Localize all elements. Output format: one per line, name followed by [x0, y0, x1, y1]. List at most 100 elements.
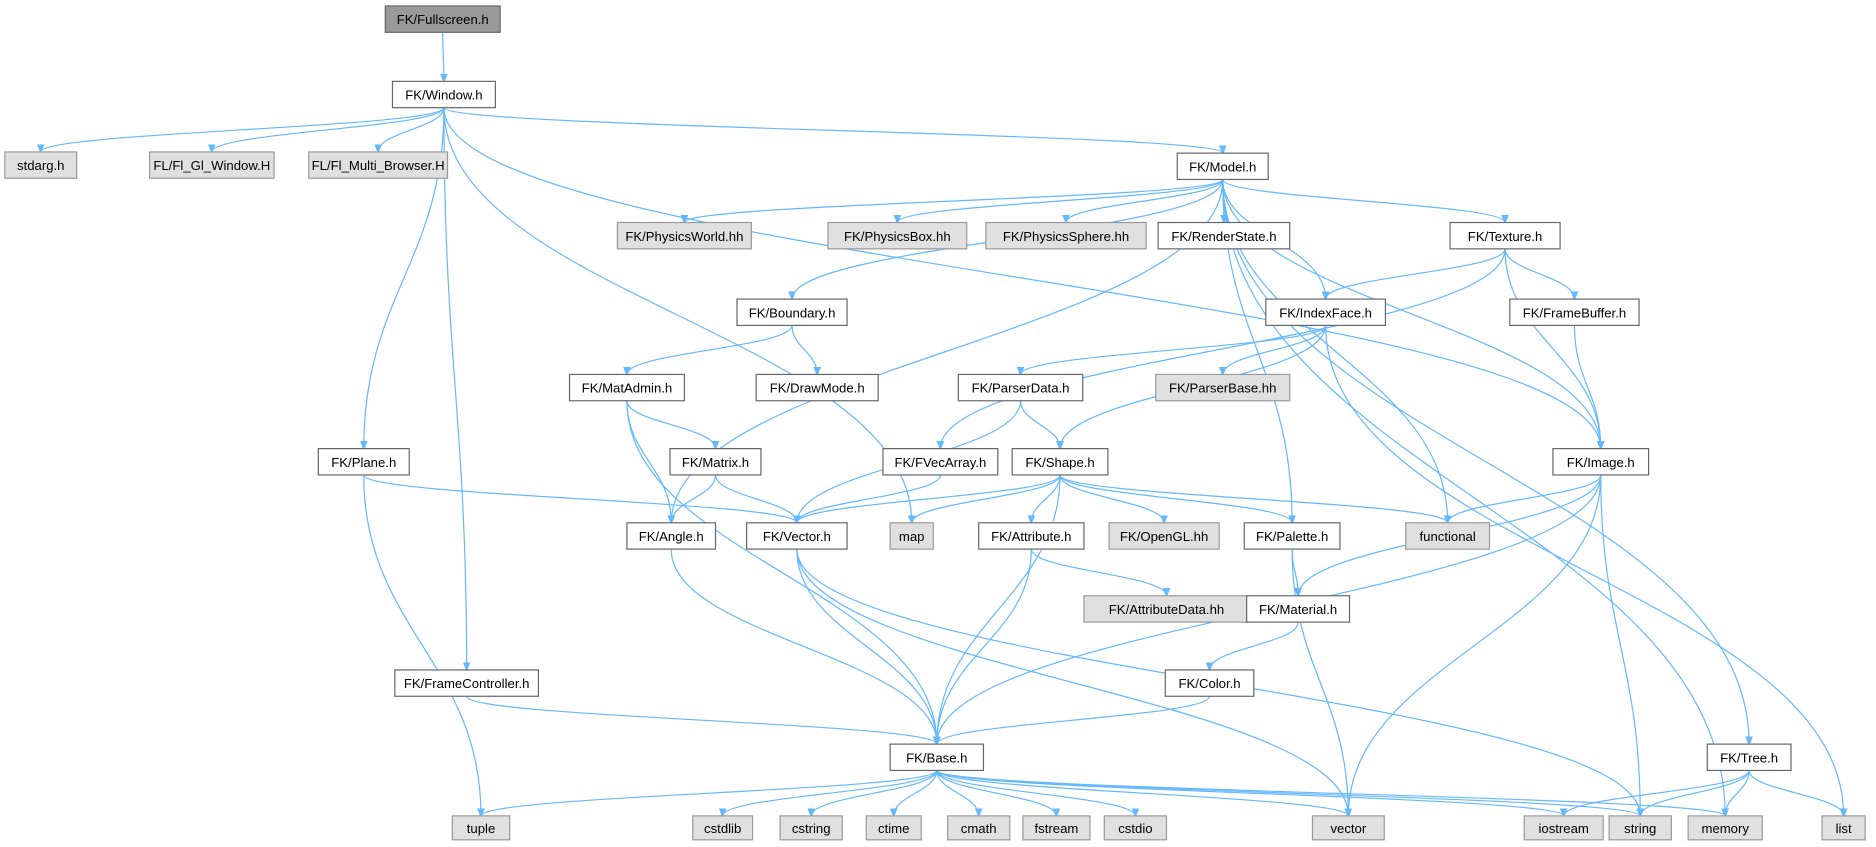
node-label: FK/Color.h: [1179, 676, 1241, 691]
edge-base-to-iostream: [936, 769, 1564, 815]
node-label: FK/Texture.h: [1468, 229, 1543, 244]
node-tuple: tuple: [451, 815, 511, 841]
node-label: FK/Fullscreen.h: [397, 12, 489, 27]
node-boundary[interactable]: FK/Boundary.h: [736, 298, 848, 326]
node-parserbase: FK/ParserBase.hh: [1155, 373, 1291, 402]
edge-window-to-model: [443, 107, 1223, 153]
node-vector-h[interactable]: FK/Vector.h: [745, 522, 848, 550]
node-tree[interactable]: FK/Tree.h: [1706, 743, 1792, 772]
node-label: cmath: [961, 821, 997, 836]
edges-layer: [41, 32, 1844, 816]
edge-angle-to-base: [670, 549, 937, 744]
node-label: functional: [1420, 529, 1476, 544]
node-box: [946, 815, 1011, 841]
node-shape[interactable]: FK/Shape.h: [1011, 448, 1109, 476]
edge-tree-to-iostream: [1564, 770, 1750, 815]
node-image[interactable]: FK/Image.h: [1552, 448, 1650, 476]
edge-matrix-to-angle: [671, 474, 717, 523]
node-label: ctime: [878, 821, 909, 836]
node-label: FK/Material.h: [1259, 602, 1337, 617]
node-box: [957, 373, 1084, 402]
node-box: [1103, 815, 1168, 841]
node-palette[interactable]: FK/Palette.h: [1243, 522, 1341, 550]
node-plane[interactable]: FK/Plane.h: [317, 448, 410, 476]
node-label: iostream: [1538, 821, 1588, 836]
edge-model-to-memory: [1222, 179, 1725, 815]
node-label: FK/DrawMode.h: [770, 381, 865, 396]
node-flmultibrowser: FL/Fl_Multi_Browser.H: [308, 151, 449, 179]
node-label: FK/OpenGL.hh: [1120, 529, 1208, 544]
node-label: FK/Vector.h: [763, 529, 831, 544]
edge-tree-to-string: [1640, 770, 1750, 815]
node-box: [308, 151, 449, 179]
node-label: FK/Tree.h: [1720, 750, 1778, 765]
node-fstream: fstream: [1022, 815, 1091, 841]
node-box: [568, 373, 685, 402]
node-matrix[interactable]: FK/Matrix.h: [669, 448, 762, 476]
edge-shape-to-map: [912, 474, 1061, 523]
edge-tree-to-memory: [1725, 770, 1750, 815]
edge-base-to-cstdlib: [723, 770, 938, 815]
node-box: [1311, 815, 1385, 841]
node-label: FK/FrameController.h: [404, 676, 530, 691]
edge-parserdata-to-shape: [1019, 400, 1060, 449]
edge-image-to-string: [1600, 474, 1640, 816]
node-label: FK/PhysicsSphere.hh: [1003, 229, 1129, 244]
node-functional: functional: [1405, 522, 1491, 550]
edge-model-to-tree: [1222, 179, 1749, 744]
node-label: FK/Boundary.h: [749, 305, 836, 320]
edge-indexface-to-list: [1325, 325, 1844, 815]
edge-texture-to-framebuffer: [1504, 248, 1574, 299]
node-label: list: [1836, 821, 1852, 836]
node-indexface[interactable]: FK/IndexFace.h: [1265, 298, 1387, 326]
node-box: [978, 522, 1085, 550]
node-attributedata: FK/AttributeData.hh: [1083, 595, 1250, 623]
edge-texture-to-fvecarray: [940, 248, 1506, 449]
node-base[interactable]: FK/Base.h: [889, 743, 985, 772]
edge-attribute-to-base: [937, 549, 1032, 744]
node-window[interactable]: FK/Window.h: [391, 80, 496, 109]
node-list: list: [1821, 815, 1866, 841]
edge-shape-to-vector_h: [797, 474, 1061, 523]
node-label: FL/Fl_Gl_Window.H: [153, 158, 270, 173]
node-box: [149, 151, 275, 179]
node-map: map: [889, 522, 934, 550]
node-label: FK/Model.h: [1189, 159, 1256, 174]
node-label: FK/RenderState.h: [1171, 229, 1276, 244]
node-color[interactable]: FK/Color.h: [1164, 669, 1255, 697]
edge-window-to-flmultibrowser: [378, 107, 445, 152]
node-model[interactable]: FK/Model.h: [1176, 152, 1269, 181]
node-drawmode[interactable]: FK/DrawMode.h: [755, 373, 879, 402]
node-matadmin[interactable]: FK/MatAdmin.h: [568, 373, 685, 402]
node-material[interactable]: FK/Material.h: [1246, 595, 1351, 623]
node-box: [889, 743, 985, 772]
node-texture[interactable]: FK/Texture.h: [1449, 221, 1561, 250]
edge-framebuffer-to-image: [1573, 325, 1600, 448]
edge-shape-to-attribute: [1031, 474, 1061, 523]
edge-window-to-flglwindow: [212, 107, 445, 152]
node-box: [1449, 221, 1561, 250]
node-parserdata[interactable]: FK/ParserData.h: [957, 373, 1084, 402]
node-fvecarray[interactable]: FK/FVecArray.h: [882, 448, 999, 476]
edge-window-to-framecontroller: [443, 107, 467, 670]
node-label: cstdio: [1118, 821, 1152, 836]
node-box: [745, 522, 848, 550]
node-box: [4, 151, 78, 179]
node-box: [1022, 815, 1091, 841]
node-label: FK/ParserData.h: [972, 381, 1070, 396]
node-cmath: cmath: [946, 815, 1011, 841]
node-attribute[interactable]: FK/Attribute.h: [978, 522, 1085, 550]
node-box: [1243, 522, 1341, 550]
node-renderstate[interactable]: FK/RenderState.h: [1157, 221, 1291, 250]
node-box: [985, 221, 1147, 250]
node-box: [394, 669, 540, 697]
node-framecontroller[interactable]: FK/FrameController.h: [394, 669, 540, 697]
edge-texture-to-indexface: [1326, 248, 1506, 299]
edge-base-to-vector: [936, 769, 1349, 815]
node-box: [1246, 595, 1351, 623]
node-angle[interactable]: FK/Angle.h: [626, 522, 717, 550]
node-box: [1176, 152, 1269, 181]
node-cstdlib: cstdlib: [692, 815, 754, 841]
node-framebuffer[interactable]: FK/FrameBuffer.h: [1509, 298, 1640, 326]
